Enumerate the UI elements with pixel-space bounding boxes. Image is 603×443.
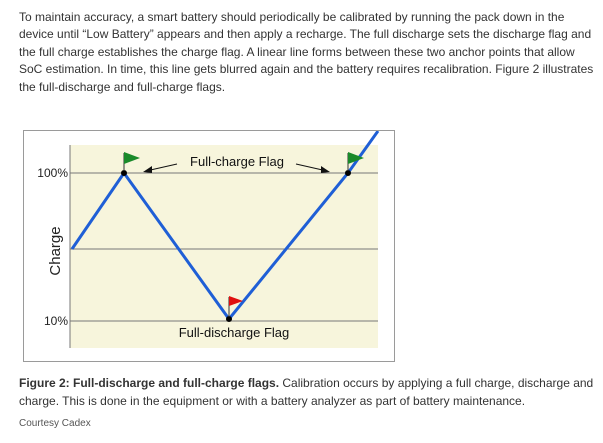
full-charge-flag-left-icon xyxy=(123,152,140,171)
y-tick-10: 10% xyxy=(44,314,68,328)
figure-caption: Figure 2: Full-discharge and full-charge… xyxy=(19,374,595,410)
full-discharge-point xyxy=(226,316,232,322)
y-tick-100: 100% xyxy=(37,166,68,180)
caption-title: Figure 2: Full-discharge and full-charge… xyxy=(19,376,280,390)
intro-paragraph: To maintain accuracy, a smart battery sh… xyxy=(19,10,594,94)
arrow-left-icon xyxy=(143,163,178,173)
credit-text: Courtesy Cadex xyxy=(19,418,91,429)
full-charge-flag-right-icon xyxy=(347,152,364,171)
diagram-canvas: Charge 100% 10% xyxy=(37,131,380,348)
plot-area xyxy=(70,145,378,348)
figure-2-diagram: Charge 100% 10% xyxy=(23,130,395,362)
arrow-right-icon xyxy=(295,163,330,173)
full-discharge-label: Full-discharge Flag xyxy=(179,325,290,340)
y-axis-title: Charge xyxy=(47,226,64,275)
full-discharge-flag-icon xyxy=(228,296,243,317)
full-charge-label: Full-charge Flag xyxy=(190,154,284,169)
caption-body: Calibration occurs by applying a full ch… xyxy=(19,376,594,408)
full-charge-point-left xyxy=(121,170,127,176)
full-charge-point-right xyxy=(345,170,351,176)
